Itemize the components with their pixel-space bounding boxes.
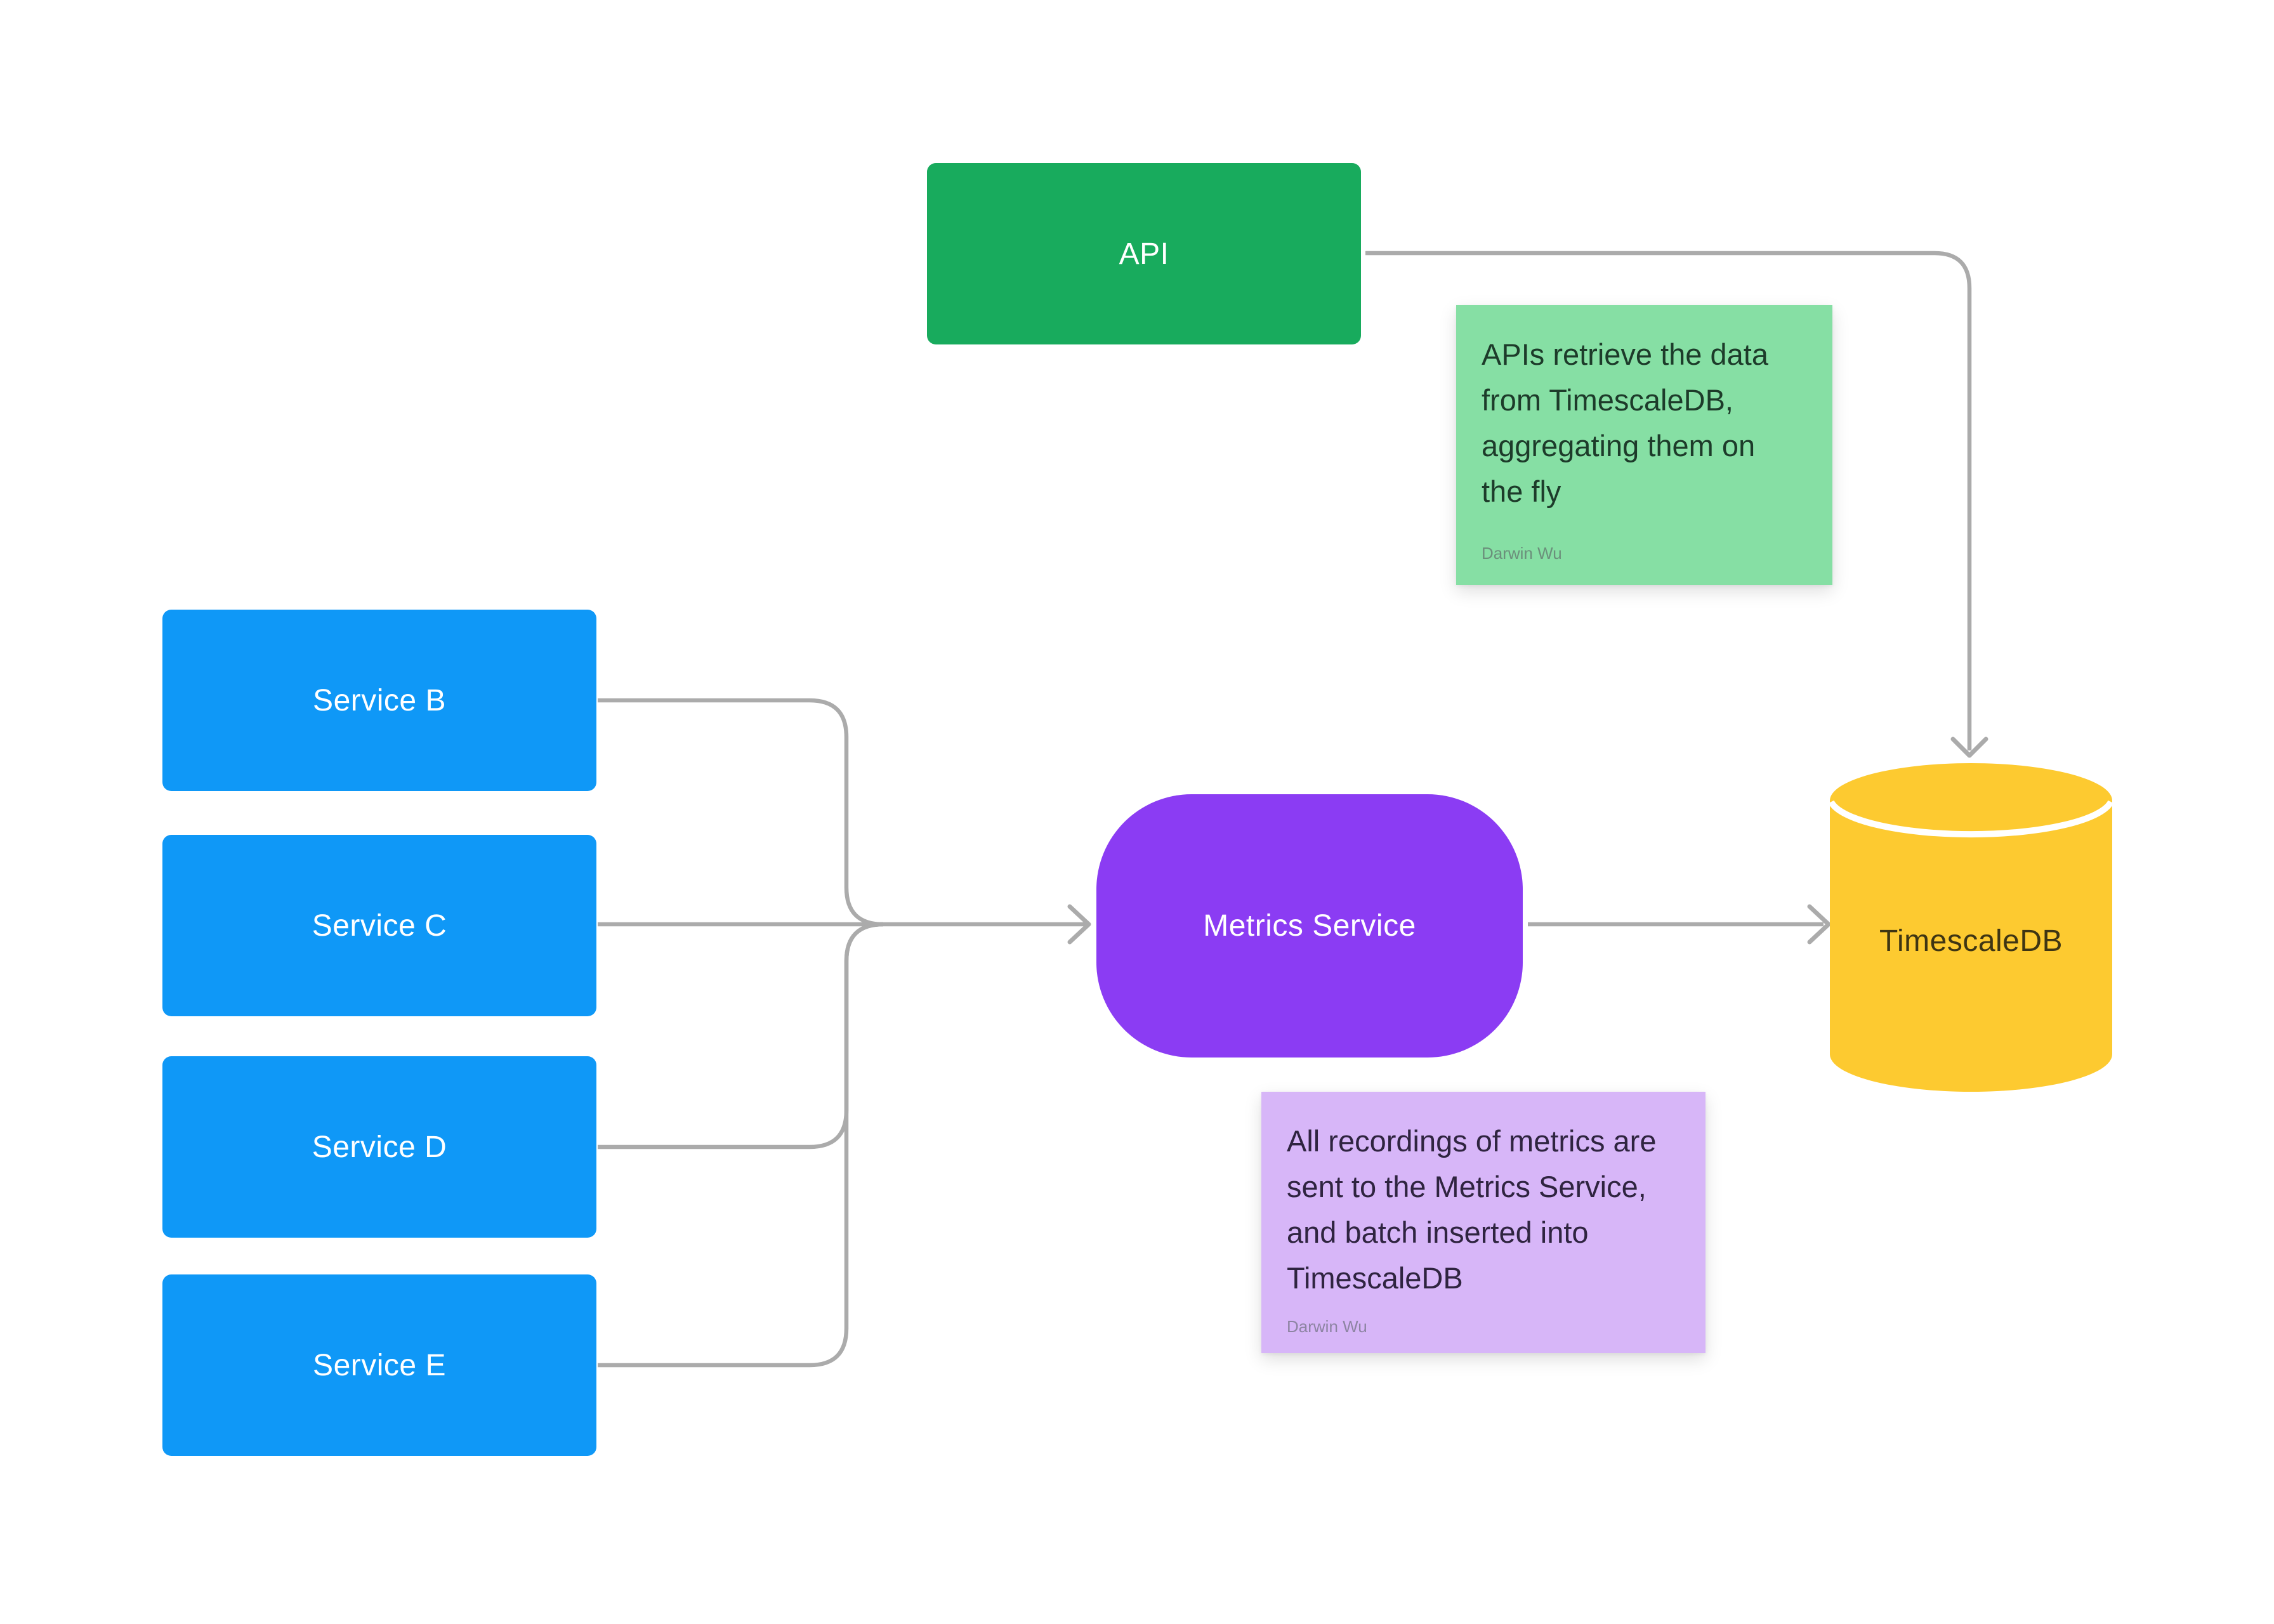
note-metrics-text: All recordings of metrics are sent to th… (1287, 1124, 1657, 1295)
node-service-b[interactable]: Service B (162, 610, 596, 791)
note-api-text: APIs retrieve the data from TimescaleDB,… (1482, 337, 1768, 508)
connector-api-to-timescaledb[interactable] (1365, 251, 1972, 750)
connector-service-e-to-metrics[interactable] (598, 922, 884, 1368)
node-timescaledb-label: TimescaleDB (1879, 924, 2063, 958)
node-service-b-label: Service B (313, 683, 446, 717)
arrowhead-right-icon (1067, 904, 1091, 945)
node-service-c[interactable]: Service C (162, 835, 596, 1016)
cylinder-body (1830, 763, 2112, 1092)
note-metrics-author: Darwin Wu (1287, 1317, 1367, 1336)
node-service-d[interactable]: Service D (162, 1056, 596, 1238)
node-api[interactable]: API (927, 163, 1361, 344)
arrowhead-right-icon (1807, 904, 1831, 945)
note-api-author: Darwin Wu (1482, 544, 1562, 563)
connector-service-d-to-metrics[interactable] (598, 922, 884, 1149)
node-metrics-service[interactable]: Metrics Service (1096, 794, 1523, 1058)
note-api[interactable]: APIs retrieve the data from TimescaleDB,… (1456, 305, 1832, 585)
arrowhead-down-icon (1950, 737, 1988, 758)
node-service-e[interactable]: Service E (162, 1274, 596, 1456)
note-metrics[interactable]: All recordings of metrics are sent to th… (1261, 1092, 1705, 1353)
node-metrics-service-label: Metrics Service (1203, 909, 1416, 943)
node-api-label: API (1119, 237, 1169, 271)
cylinder-lid-line (1830, 800, 2112, 838)
node-service-c-label: Service C (312, 908, 447, 943)
database-cylinder-icon (1830, 763, 2112, 1092)
node-timescaledb[interactable]: TimescaleDB (1830, 763, 2112, 1092)
node-service-e-label: Service E (313, 1348, 446, 1382)
connector-service-b-to-metrics[interactable] (598, 698, 884, 927)
node-service-d-label: Service D (312, 1130, 447, 1164)
